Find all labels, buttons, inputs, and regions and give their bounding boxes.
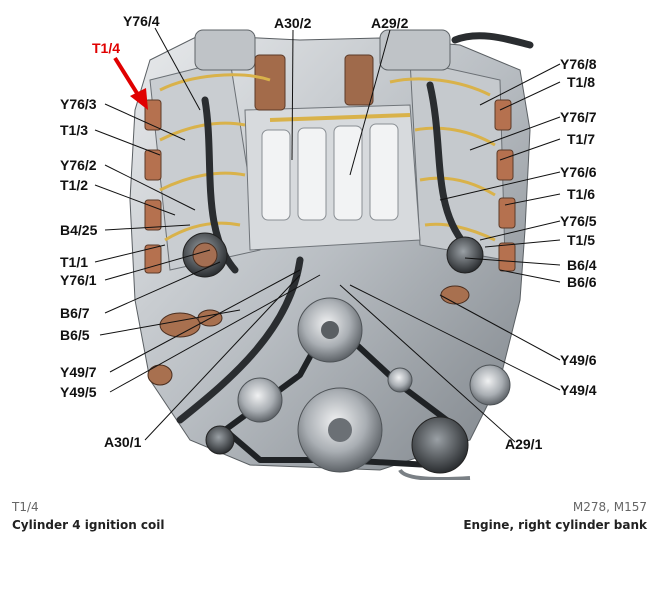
label-t1-2: T1/2 [60,177,89,193]
component-name: Cylinder 4 ignition coil [12,518,165,532]
component-code: T1/4 [12,500,39,514]
highlight-arrow [113,56,148,110]
label-y76-8: Y76/8 [560,56,597,72]
label-t1-8: T1/8 [567,74,596,90]
label-a30-2: A30/2 [274,15,312,31]
engine-diagram: Y76/4 A30/2 A29/2 T1/4 Y76/8 T1/8 Y76/3 … [60,13,597,482]
label-t1-3: T1/3 [60,122,89,138]
label-t1-6: T1/6 [567,186,596,202]
label-y76-6: Y76/6 [560,164,597,180]
label-t1-4-highlighted: T1/4 [92,40,121,56]
ignition-coils-right [494,99,516,272]
label-y76-3: Y76/3 [60,96,97,112]
wiring-harness [159,73,496,242]
label-b6-5: B6/5 [60,327,90,343]
label-a30-1: A30/1 [104,434,142,450]
label-a29-2: A29/2 [371,15,409,31]
ignition-coils-left [144,99,162,274]
label-y49-7: Y49/7 [60,364,97,380]
label-y49-5: Y49/5 [60,384,97,400]
label-y76-4: Y76/4 [123,13,160,29]
label-y76-1: Y76/1 [60,272,97,288]
belt-drive [205,297,511,482]
label-b6-4: B6/4 [567,257,597,273]
label-y76-2: Y76/2 [60,157,97,173]
label-t1-1: T1/1 [60,254,89,270]
engine-block [129,29,531,471]
label-t1-5: T1/5 [567,232,596,248]
label-y76-7: Y76/7 [560,109,597,125]
label-b6-7: B6/7 [60,305,90,321]
label-y76-5: Y76/5 [560,213,597,229]
engine-models: M278, M157 [572,500,647,514]
label-y49-4: Y49/4 [560,382,597,398]
label-a29-1: A29/1 [505,436,543,452]
label-t1-7: T1/7 [567,131,596,147]
label-y49-6: Y49/6 [560,352,597,368]
leader-lines [94,27,561,443]
engine-illustration [94,27,561,482]
label-b4-25: B4/25 [60,222,98,238]
view-title: Engine, right cylinder bank [463,518,647,532]
label-b6-6: B6/6 [567,274,597,290]
